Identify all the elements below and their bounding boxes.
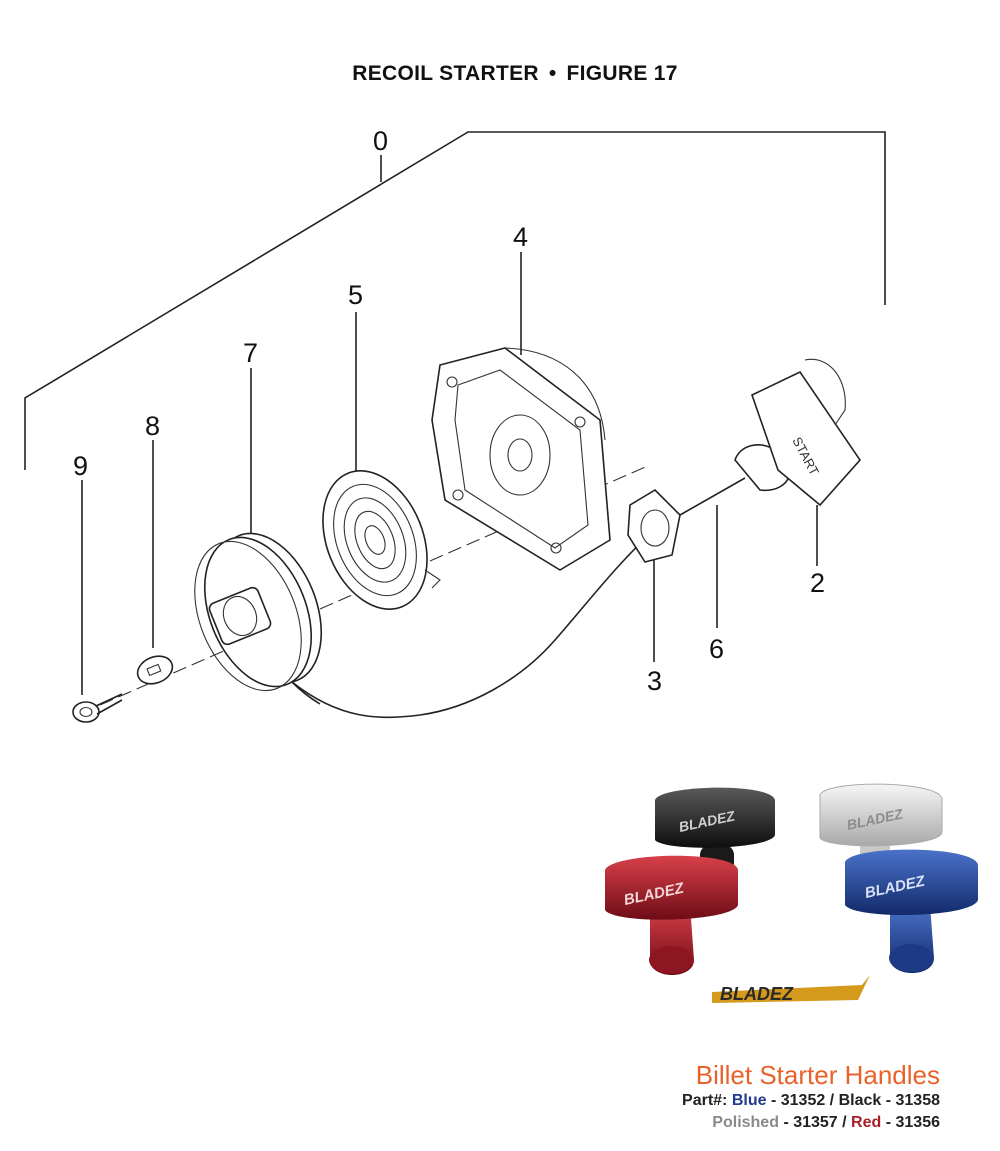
callout-2: 2 [810,568,825,598]
callout-0: 0 [373,126,388,156]
part-9-screw [72,693,123,723]
part-8-washer [136,655,174,685]
figure-title: RECOIL STARTER • FIGURE 17 [0,62,1000,86]
figure-title-name: RECOIL STARTER [352,62,539,85]
part-4-case [431,347,611,571]
black-label: Black [838,1092,882,1109]
title-separator: • [548,62,557,85]
callout-8: 8 [145,411,160,441]
callout-7: 7 [243,338,258,368]
polished-part-number: - 31357 / [783,1114,847,1131]
part-5-spring [322,470,441,610]
callout-5: 5 [348,280,363,310]
polished-handle: BLADEZ [819,783,943,895]
part-number-label: Part#: [682,1092,728,1109]
callout-9: 9 [73,451,88,481]
product-caption: Billet Starter Handles Part#: Blue - 313… [600,1060,940,1134]
part-7-pulley [194,532,323,692]
blue-part-number: - 31352 / [770,1092,835,1109]
red-handle: BLADEZ [605,855,738,975]
polished-label: Polished [712,1114,779,1131]
callout-4: 4 [513,222,528,252]
callout-3: 3 [647,666,662,696]
figure-number: FIGURE 17 [566,62,678,85]
assembly-bracket [24,131,886,470]
blue-handle: BLADEZ [845,849,978,973]
red-part-number: - 31356 [885,1114,940,1131]
caption-heading: Billet Starter Handles [695,1060,940,1090]
black-part-number: - 31358 [885,1092,940,1109]
callout-6: 6 [709,634,724,664]
brand-logo-text: BLADEZ [720,984,794,1004]
caption-row-1: Part#: Blue - 31352 / Black - 31358 [600,1090,940,1112]
blue-label: Blue [731,1092,767,1109]
starter-handles-photo: BLADEZ BLADEZ BLADEZ BLADEZ BLADEZ [605,783,978,1004]
part-2-handle: START [734,358,862,507]
leader-lines [81,252,818,695]
red-label: Red [851,1114,882,1131]
caption-row-2: Polished - 31357 / Red - 31356 [600,1112,940,1134]
brand-logo: BLADEZ [712,975,870,1004]
part-3-guide [627,488,681,563]
